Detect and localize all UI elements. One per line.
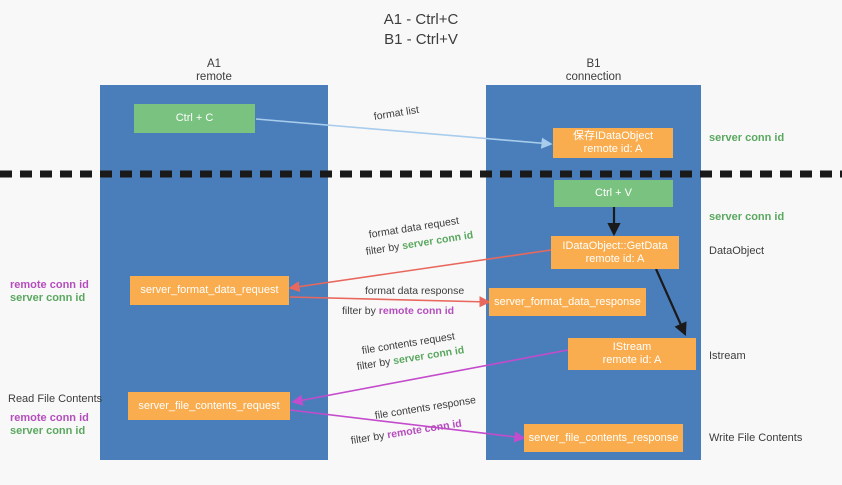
node-save-idataobject-line2: remote id: A (583, 143, 643, 155)
lane-header-a1-name: A1 (206, 58, 222, 70)
node-save-idataobject[interactable]: 保存IDataObject remote id: A (553, 128, 673, 158)
lane-header-b1-sub: connection (565, 71, 622, 83)
node-save-idataobject-line1: 保存IDataObject (572, 130, 654, 142)
left-anno-remote-conn-id-1: remote conn id (10, 279, 89, 292)
node-server-format-data-response-label: server_format_data_response (494, 295, 641, 308)
node-server-file-contents-response-label: server_file_contents_response (528, 431, 679, 444)
right-anno-server-conn-id-1-text: server conn id (709, 132, 785, 144)
node-idataobject-getdata-line2: remote id: A (585, 252, 645, 265)
edge-label-format-list-text: format list (372, 103, 420, 123)
lane-header-b1-name: B1 (586, 58, 601, 70)
node-server-format-data-request-label: server_format_data_request (140, 284, 279, 296)
node-istream-line2: remote id: A (602, 354, 662, 366)
node-server-file-contents-response[interactable]: server_file_contents_response (524, 424, 683, 452)
edge-label-filter-prefix: filter by (349, 429, 389, 447)
edge-label-filter-key: remote conn id (378, 305, 455, 317)
lane-header-a1: A1 remote (100, 58, 328, 84)
edge-label-file-contents-response: file contents response (374, 394, 477, 423)
left-anno-server-conn-id-2: server conn id (10, 425, 85, 438)
node-istream[interactable]: IStream remote id: A (568, 338, 696, 370)
node-server-file-contents-request[interactable]: server_file_contents_request (128, 392, 290, 420)
left-anno-server-conn-id-1-text: server conn id (10, 292, 86, 304)
node-server-format-data-request[interactable]: server_format_data_request (130, 276, 289, 305)
node-ctrl-c[interactable]: Ctrl + C (134, 104, 255, 133)
right-anno-istream: Istream (709, 350, 746, 363)
right-anno-write-file-contents-text: Write File Contents (709, 432, 803, 444)
edge-label-filter-prefix: filter by (342, 305, 379, 317)
right-anno-dataobject-text: DataObject (709, 245, 765, 257)
edge-label-file-contents-response-filter: filter by remote conn id (350, 418, 463, 448)
edge-label-format-list: format list (373, 104, 420, 124)
edge-label-format-data-response-filter: filter by remote conn id (342, 305, 454, 318)
edge-label-filter-prefix: filter by (364, 240, 404, 258)
node-idataobject-getdata[interactable]: IDataObject::GetData remote id: A (551, 236, 679, 269)
edge-label-filter-prefix: filter by (355, 355, 395, 373)
node-ctrl-c-label: Ctrl + C (175, 112, 214, 124)
node-ctrl-v[interactable]: Ctrl + V (554, 180, 673, 207)
right-anno-istream-text: Istream (709, 350, 746, 362)
right-anno-server-conn-id-2-text: server conn id (709, 211, 785, 223)
right-anno-server-conn-id-2: server conn id (709, 211, 784, 224)
left-anno-remote-conn-id-2: remote conn id (10, 412, 89, 425)
node-server-file-contents-request-label: server_file_contents_request (138, 399, 280, 412)
lane-header-a1-sub: remote (196, 71, 232, 83)
left-anno-server-conn-id-1: server conn id (10, 292, 85, 305)
left-anno-remote-conn-id-2-text: remote conn id (10, 412, 89, 424)
left-anno-remote-conn-id-1-text: remote conn id (10, 279, 89, 291)
page-title: A1 - Ctrl+C B1 - Ctrl+V (383, 11, 459, 48)
left-anno-server-conn-id-2-text: server conn id (10, 425, 86, 437)
edge-label-file-contents-response-text: file contents response (373, 394, 477, 422)
left-anno-read-file-contents-text: Read File Contents (8, 393, 103, 405)
node-ctrl-v-label: Ctrl + V (595, 187, 632, 199)
lane-header-b1: B1 connection (486, 58, 701, 84)
node-idataobject-getdata-line1: IDataObject::GetData (562, 239, 668, 252)
right-anno-write-file-contents: Write File Contents (709, 432, 802, 445)
node-istream-line1: IStream (612, 341, 652, 353)
edge-label-format-data-response-text: format data response (365, 285, 465, 297)
edge-label-format-data-response: format data response (365, 285, 464, 298)
right-anno-dataobject: DataObject (709, 245, 764, 258)
left-anno-read-file-contents: Read File Contents (8, 393, 102, 406)
right-anno-server-conn-id-1: server conn id (709, 132, 784, 145)
node-server-format-data-response[interactable]: server_format_data_response (489, 288, 646, 316)
edge-label-filter-key: remote conn id (386, 417, 463, 442)
